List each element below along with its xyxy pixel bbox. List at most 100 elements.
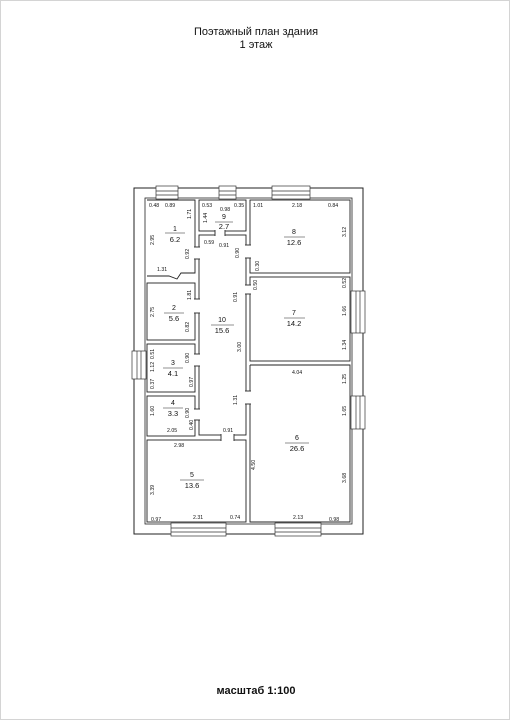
window-top-center	[218, 185, 237, 200]
dimension-label: 0.37	[150, 379, 156, 389]
window-right-upper	[350, 290, 366, 334]
dimension-label: 2.31	[193, 515, 203, 521]
dimension-label: 1.31	[233, 395, 239, 405]
dimension-label: 1.65	[342, 406, 348, 416]
room-area: 5.6	[169, 314, 179, 323]
dimension-label: 0.53	[202, 203, 212, 209]
room-area: 6.2	[170, 235, 180, 244]
dimension-label: 0.89	[165, 203, 175, 209]
door-room6	[244, 390, 252, 405]
dimension-label: 3.68	[342, 473, 348, 483]
floor-label: 1 этаж	[239, 39, 273, 51]
dimension-label: 2.18	[292, 203, 302, 209]
dimension-label: 3.00	[237, 342, 243, 352]
room-number: 9	[222, 214, 226, 221]
dimension-label: 0.74	[230, 515, 240, 521]
dimension-label: 0.82	[185, 322, 191, 332]
door-room4	[193, 408, 201, 421]
dimension-label: 2.05	[167, 428, 177, 434]
dimension-label: 0.51	[150, 349, 156, 359]
dimension-label: 1.44	[203, 213, 209, 223]
dimension-labels: 0.48 0.89 1.71 2.95 0.92 1.31 0.53 0.35 …	[149, 203, 348, 523]
dimension-label: 0.90	[235, 248, 241, 258]
room-6-wall	[249, 364, 351, 523]
room-area: 12.6	[287, 238, 302, 247]
room-1-wall	[147, 199, 196, 280]
room-number: 10	[218, 317, 226, 324]
dimension-label: 0.52	[342, 278, 348, 288]
window-left	[131, 350, 147, 380]
room-3-wall	[146, 343, 196, 393]
dimension-label: 1.60	[150, 406, 156, 416]
window-top-left	[155, 185, 179, 200]
dimension-label: 0.50	[253, 280, 259, 290]
dimension-label: 0.59	[204, 240, 214, 246]
room-number: 7	[292, 310, 296, 317]
dimension-label: 4.50	[251, 460, 257, 470]
dimension-label: 2.13	[293, 515, 303, 521]
dimension-label: 1.34	[342, 340, 348, 350]
dimension-label: 1.01	[253, 203, 263, 209]
building-walls	[133, 187, 364, 535]
dimension-label: 2.98	[174, 443, 184, 449]
dimension-label: 0.91	[223, 428, 233, 434]
dimension-label: 0.40	[189, 420, 195, 430]
dimension-label: 2.95	[150, 235, 156, 245]
room-number: 2	[172, 305, 176, 312]
dimension-label: 1.66	[342, 306, 348, 316]
window-top-right	[271, 185, 311, 200]
dimension-label: 0.92	[185, 249, 191, 259]
door-jambs	[194, 230, 251, 441]
room-7-wall	[249, 276, 351, 362]
door-room2	[193, 298, 201, 314]
dimension-label: 0.30	[255, 261, 261, 271]
dimension-label: 0.84	[328, 203, 338, 209]
room-area: 3.3	[168, 409, 178, 418]
dimension-label: 4.04	[292, 370, 302, 376]
window-right-lower	[350, 395, 366, 430]
room-area: 13.6	[185, 481, 200, 490]
door-room7	[244, 284, 252, 295]
dimension-label: 1.71	[187, 209, 193, 219]
plan-title: Поэтажный план здания	[193, 26, 319, 38]
room-8-wall	[249, 199, 351, 274]
window-bottom-right	[274, 522, 322, 537]
door-room1	[193, 246, 201, 260]
room-number: 5	[190, 472, 194, 479]
dimension-label: 0.97	[189, 377, 195, 387]
dimension-label: 0.91	[233, 292, 239, 302]
room-area: 14.2	[287, 319, 302, 328]
dimension-label: 0.90	[185, 408, 191, 418]
windows	[131, 185, 366, 537]
room-area: 15.6	[215, 326, 230, 335]
dimension-label: 0.97	[151, 517, 161, 523]
door-room3	[193, 353, 201, 367]
dimension-label: 0.98	[220, 207, 230, 213]
dimension-label: 0.91	[219, 243, 229, 249]
dimension-label: 1.81	[187, 290, 193, 300]
dimension-label: 0.90	[185, 353, 191, 363]
room-number-underlines	[163, 221, 309, 481]
dimension-label: 2.75	[150, 307, 156, 317]
door-openings	[193, 229, 252, 442]
room-area: 4.1	[168, 369, 178, 378]
scale-label: масштаб 1:100	[216, 685, 296, 697]
dimension-label: 1.25	[342, 374, 348, 384]
door-room8	[244, 244, 252, 259]
room-5-wall	[146, 439, 247, 523]
dimension-label: 0.98	[329, 517, 339, 523]
door-room5	[220, 433, 235, 442]
room-area: 26.6	[290, 444, 305, 453]
room-number: 4	[171, 400, 175, 407]
room-number: 6	[295, 435, 299, 442]
dimension-label: 3.12	[342, 227, 348, 237]
room-number: 3	[171, 360, 175, 367]
dimension-label: 1.31	[157, 267, 167, 273]
dimension-label: 0.35	[234, 203, 244, 209]
dimension-label: 3.39	[150, 485, 156, 495]
room-number: 8	[292, 229, 296, 236]
dimension-label: 0.48	[149, 203, 159, 209]
room-number: 1	[173, 226, 177, 233]
